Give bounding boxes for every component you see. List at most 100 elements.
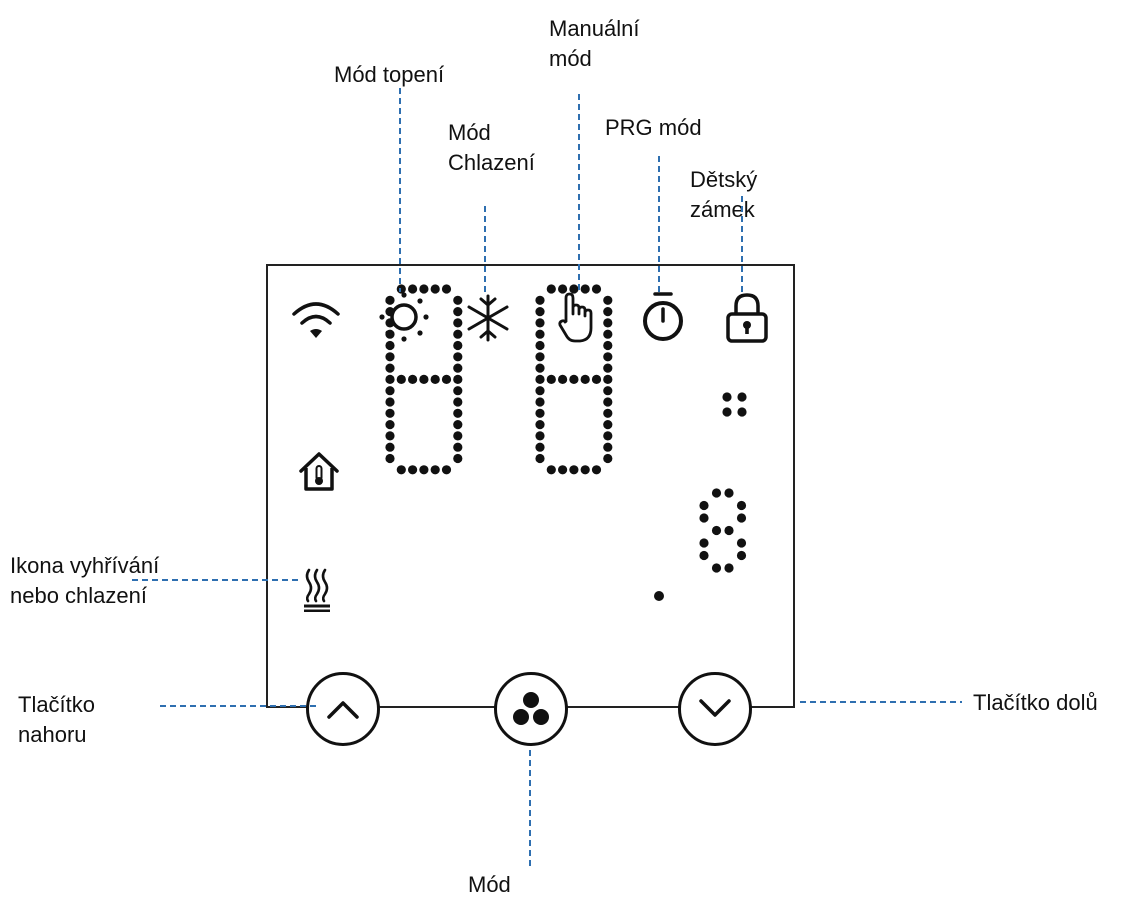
digit-2-dot [558, 374, 568, 384]
digit-1-dot [385, 453, 395, 464]
digit-2-dot [535, 431, 545, 441]
down-button[interactable] [678, 672, 752, 746]
digit-1-dot [385, 397, 395, 407]
digit-2-dot [580, 284, 590, 294]
small-digit-dot [699, 500, 709, 511]
label-cool-mode-line1: Mód [448, 120, 491, 145]
label-heat-mode: Mód topení [334, 62, 445, 87]
digit-2-dot [603, 442, 613, 452]
digit-2-dot [535, 386, 545, 396]
digit-1-dot [385, 386, 395, 396]
label-mode-button: Mód [468, 872, 511, 897]
digit-2-dot [603, 340, 613, 351]
home-thermometer-icon [299, 452, 339, 491]
small-digit-dot [711, 563, 722, 573]
digit-1-dot [453, 420, 463, 430]
digit-2-dot [558, 284, 568, 294]
digit-1-dot [385, 329, 395, 339]
small-digit-dot [736, 538, 747, 548]
label-heating-icon-line1: Ikona vyhřívání [10, 553, 160, 578]
digit-1-dot [453, 329, 463, 339]
digit-2-dot [558, 465, 568, 475]
digit-1-dot [408, 374, 418, 384]
digit-1-dot [385, 307, 395, 317]
digit-2-dot [591, 284, 602, 294]
digit-2-dot [535, 442, 545, 452]
digit-2-dot [546, 374, 556, 384]
label-heating-icon: Ikona vyhřívání nebo chlazení [10, 551, 159, 611]
digit-2-dot [603, 397, 613, 407]
label-child-lock-line1: Dětský [690, 167, 758, 192]
small-digit-dot [699, 538, 709, 548]
digit-1-dot [453, 352, 463, 362]
decimal-point [654, 591, 664, 601]
digit-1-dot [385, 363, 395, 373]
degree-dot [722, 392, 732, 402]
label-child-lock: Dětský zámek [690, 165, 757, 225]
label-up-button-line2: nahoru [18, 722, 87, 747]
digit-1-dot [453, 386, 463, 396]
label-prg-mode: PRG mód [605, 115, 702, 140]
digit-1-dot [385, 374, 395, 384]
snowflake-icon [467, 294, 509, 342]
digit-2-dot [546, 284, 556, 294]
degree-dot [737, 407, 747, 417]
wifi-icon [292, 302, 340, 338]
digit-1-dot [385, 340, 395, 351]
chevron-down-icon [699, 699, 731, 717]
digit-1-dot [453, 453, 463, 464]
digit-1-dot [419, 465, 429, 475]
small-digit-dot [736, 550, 747, 561]
digit-1-dot [441, 465, 452, 475]
digit-1-dot [453, 374, 463, 384]
digit-1-dot [453, 340, 463, 351]
mode-button[interactable] [494, 672, 568, 746]
digit-1-dot [453, 363, 463, 373]
digit-1-dot [408, 284, 418, 294]
digit-2-dot [603, 453, 613, 464]
digit-2-dot [535, 363, 545, 373]
digit-1-dot [419, 374, 429, 384]
label-cool-mode: Mód Chlazení [448, 118, 535, 178]
digit-2-dot [535, 420, 545, 430]
digit-1-dot [430, 284, 440, 294]
heat-waves-icon [304, 568, 330, 612]
digit-2-dot [603, 408, 613, 418]
label-manual-mode: Manuální mód [549, 14, 640, 74]
small-digit-dot [724, 525, 734, 536]
digit-2-dot [603, 420, 613, 430]
digit-2-dot [535, 329, 545, 339]
small-digit-dot [699, 513, 709, 523]
digit-1-dot [430, 465, 440, 475]
digit-1-dot [385, 408, 395, 418]
digit-1-dot [453, 431, 463, 441]
up-button[interactable] [306, 672, 380, 746]
digit-1-dot [453, 318, 463, 328]
digit-1-dot [453, 295, 463, 305]
digit-2-dot [569, 374, 579, 384]
segment-display [385, 284, 747, 601]
digit-1-dot [453, 397, 463, 407]
label-down-button: Tlačítko dolů [973, 690, 1098, 715]
digit-2-dot [603, 307, 613, 317]
digit-2-dot [603, 386, 613, 396]
small-digit-dot [736, 500, 747, 511]
small-digit-dot [711, 488, 722, 498]
digit-1-dot [441, 284, 452, 294]
digit-1-dot [441, 374, 452, 384]
hand-icon [558, 292, 593, 343]
digit-2-dot [603, 363, 613, 373]
digit-2-dot [535, 352, 545, 362]
digit-2-dot [603, 374, 613, 384]
digit-1-dot [385, 420, 395, 430]
digit-2-dot [535, 397, 545, 407]
digit-1-dot [453, 408, 463, 418]
digit-1-dot [453, 307, 463, 317]
digit-2-dot [535, 307, 545, 317]
fan-icon [513, 692, 549, 725]
thermostat-panel [266, 264, 795, 746]
label-manual-mode-line1: Manuální [549, 16, 640, 41]
digit-2-dot [535, 408, 545, 418]
small-digit-dot [736, 513, 747, 523]
digit-1-dot [419, 284, 429, 294]
